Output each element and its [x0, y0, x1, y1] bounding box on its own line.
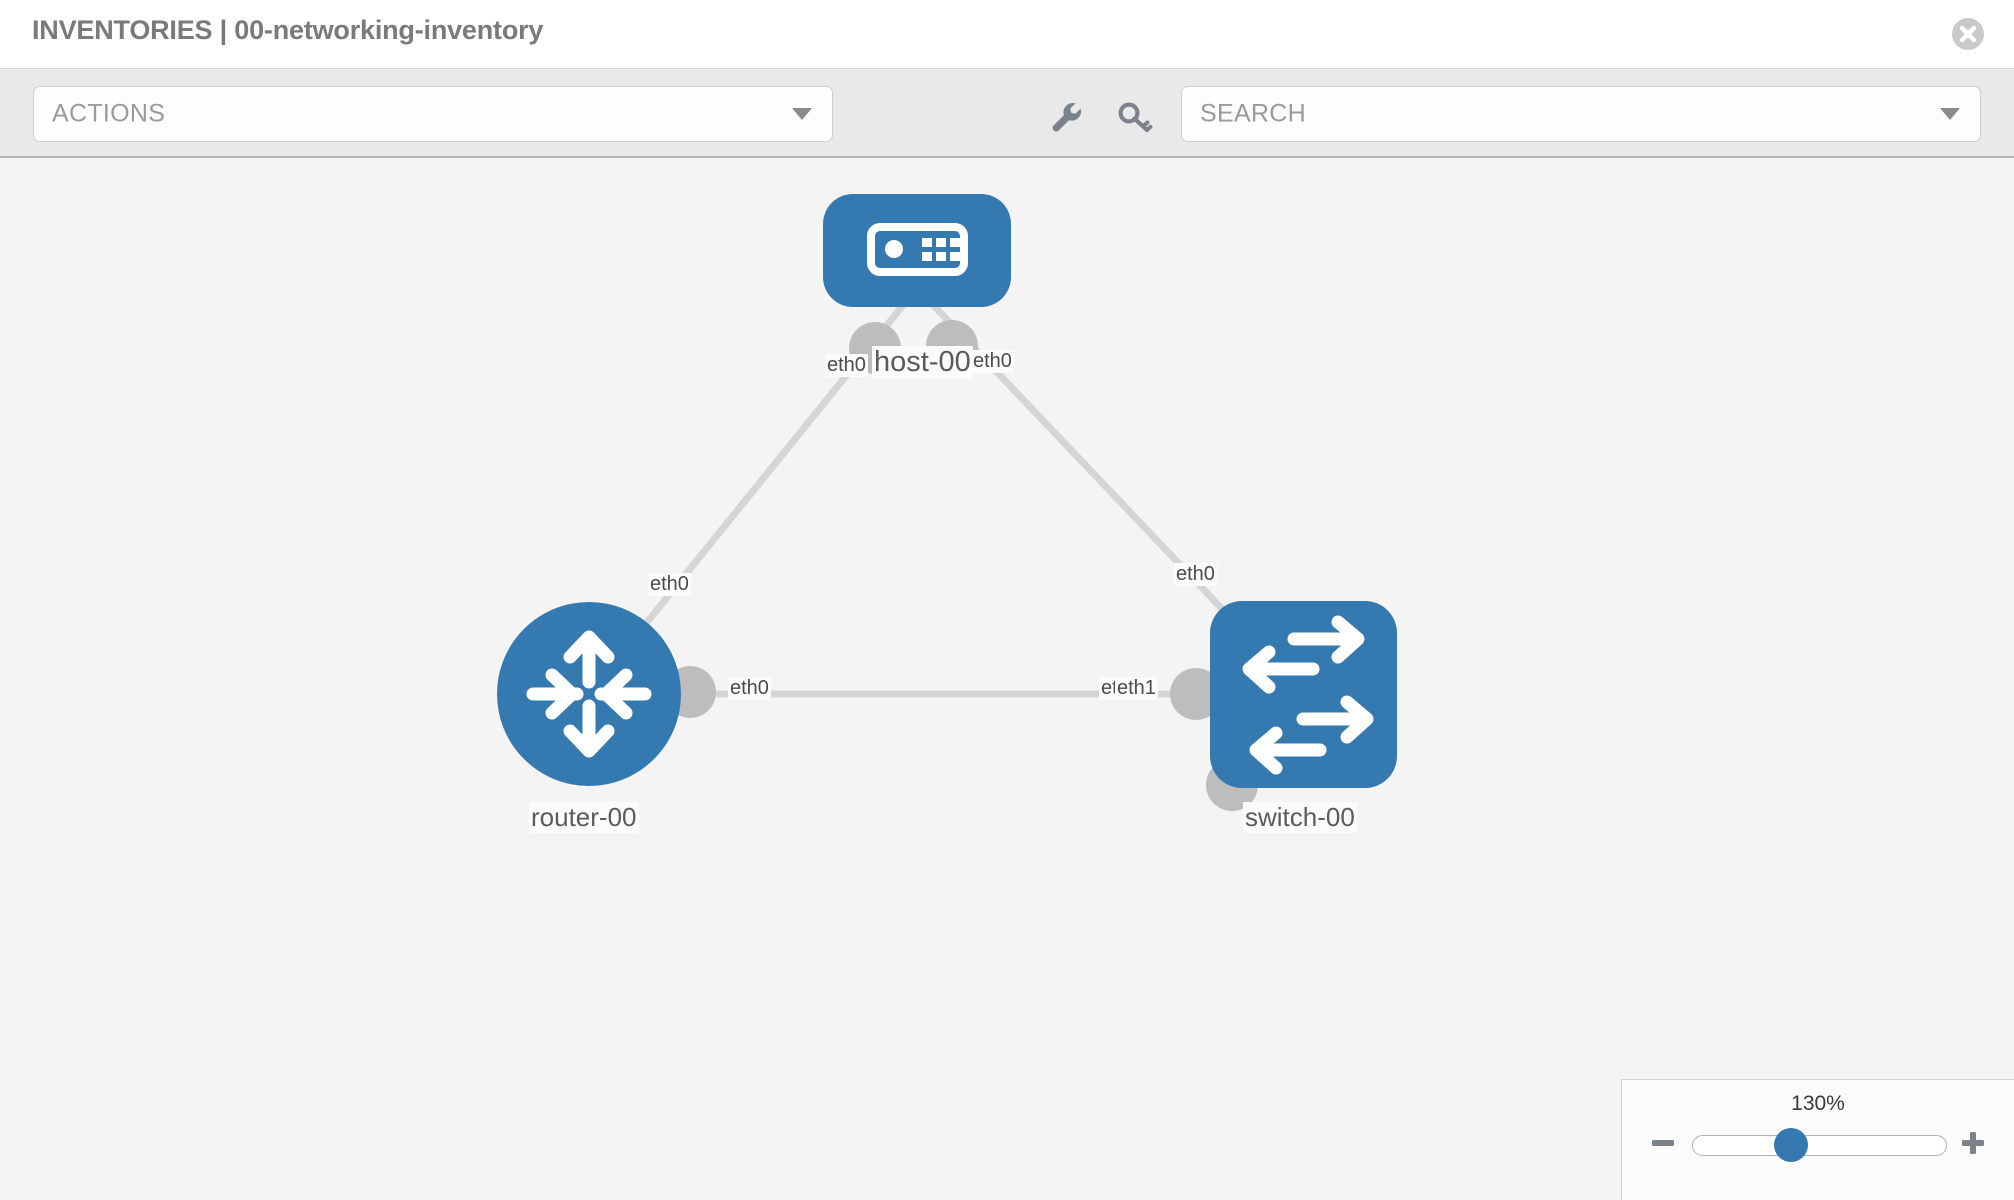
topology-graph [497, 194, 1397, 811]
key-icon[interactable] [1114, 97, 1154, 137]
iface-label-router-eth0-up: eth0 [648, 573, 691, 596]
node-host-00[interactable] [823, 194, 1011, 307]
zoom-slider-thumb[interactable] [1774, 1128, 1808, 1162]
iface-label-host-eth0-right: eth0 [971, 350, 1014, 373]
close-icon [1959, 25, 1977, 43]
iface-label-switch-eth1: eth1 [1115, 677, 1158, 700]
node-label-switch-00: switch-00 [1243, 802, 1357, 833]
zoom-out-button[interactable] [1648, 1128, 1678, 1158]
iface-label-router-eth0: eth0 [728, 677, 771, 700]
window-header: INVENTORIES | 00-networking-inventory [0, 0, 2014, 68]
zoom-level-value: 130% [1791, 1092, 1845, 1115]
search-input[interactable]: SEARCH [1181, 86, 1981, 142]
port-switch-eth1[interactable] [1170, 668, 1222, 720]
iface-label-switch-eth0-up: eth0 [1174, 563, 1217, 586]
minus-icon [1652, 1140, 1674, 1146]
node-label-host-00: host-00 [872, 346, 973, 379]
search-placeholder: SEARCH [1200, 99, 1306, 128]
iface-label-host-eth0-left: eth0 [825, 354, 868, 377]
zoom-slider-track[interactable] [1692, 1135, 1947, 1156]
topology-canvas[interactable]: host-00 router-00 switch-00 eth0 eth0 et… [0, 158, 2014, 1200]
chevron-down-icon [792, 108, 812, 120]
toolbar: ACTIONS SEARCH [0, 68, 2014, 158]
wrench-icon[interactable] [1046, 97, 1086, 137]
zoom-in-button[interactable] [1958, 1128, 1988, 1158]
plus-icon [1962, 1132, 1984, 1154]
node-label-router-00: router-00 [529, 802, 639, 833]
zoom-control: 130% [1621, 1079, 2014, 1200]
actions-dropdown[interactable]: ACTIONS [33, 86, 833, 142]
node-router-00[interactable] [497, 602, 681, 786]
actions-dropdown-label: ACTIONS [52, 99, 166, 128]
close-button[interactable] [1952, 18, 1984, 50]
chevron-down-icon [1940, 108, 1960, 120]
page-title: INVENTORIES | 00-networking-inventory [32, 15, 544, 45]
node-switch-00[interactable] [1210, 601, 1397, 788]
